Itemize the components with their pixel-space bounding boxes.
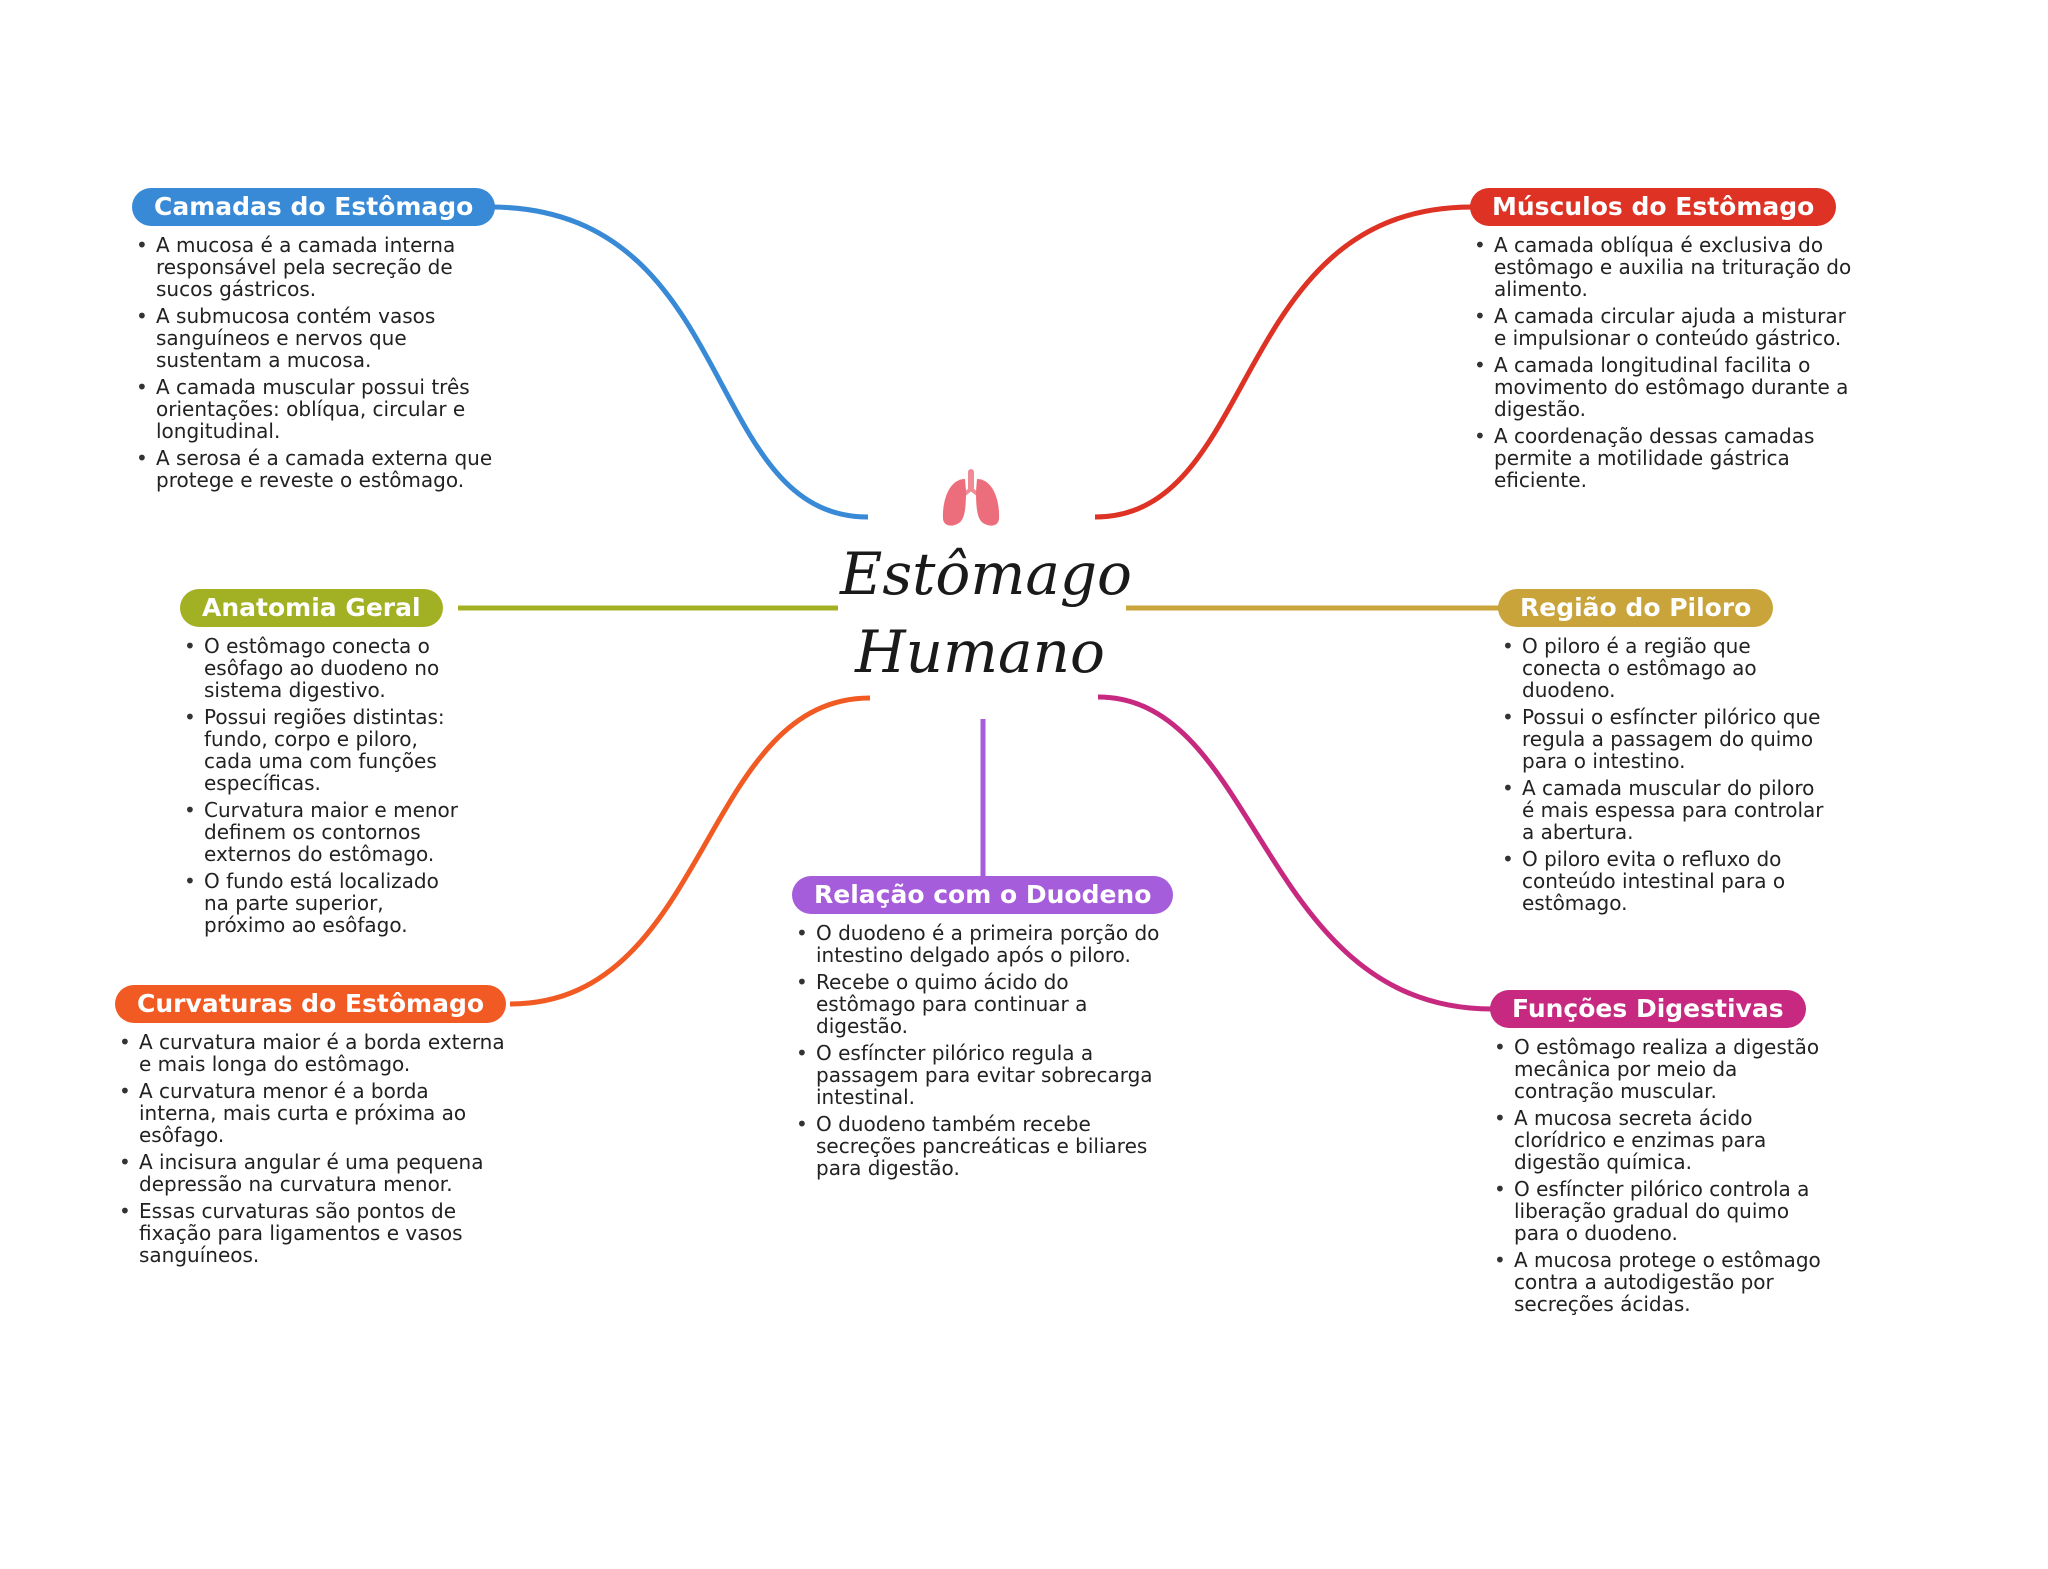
list-item: A curvatura menor é a borda interna, mai…: [119, 1080, 510, 1146]
lungs-icon: [942, 469, 1000, 526]
list-item: A camada muscular do piloro é mais espes…: [1502, 777, 1828, 843]
branch-duodeno: Relação com o Duodeno O duodeno é a prim…: [792, 876, 1174, 1184]
topic-camadas[interactable]: Camadas do Estômago: [132, 188, 496, 226]
list-item: A camada longitudinal facilita o movimen…: [1474, 354, 1860, 420]
branch-camadas: Camadas do Estômago A mucosa é a camada …: [132, 188, 502, 496]
list-item: A mucosa protege o estômago contra a aut…: [1494, 1249, 1830, 1315]
bullet-list: A camada oblíqua é exclusiva do estômago…: [1470, 234, 1860, 491]
topic-musculos[interactable]: Músculos do Estômago: [1470, 188, 1837, 226]
bullet-list: A curvatura maior é a borda externa e ma…: [115, 1031, 510, 1266]
list-item: A camada circular ajuda a misturar e imp…: [1474, 305, 1860, 349]
bullet-list: O estômago realiza a digestão mecânica p…: [1490, 1036, 1830, 1315]
list-item: A submucosa contém vasos sanguíneos e ne…: [136, 305, 502, 371]
list-item: Possui o esfíncter pilórico que regula a…: [1502, 706, 1828, 772]
link-curvaturas: [509, 695, 871, 1007]
branch-anatomia: Anatomia Geral O estômago conecta o esôf…: [180, 589, 470, 941]
central-title-line-1: Estômago: [840, 540, 1132, 608]
list-item: O esfíncter pilórico regula a passagem p…: [796, 1042, 1172, 1108]
list-item: A serosa é a camada externa que protege …: [136, 447, 502, 491]
bullet-list: A mucosa é a camada interna responsável …: [132, 234, 502, 491]
topic-duodeno[interactable]: Relação com o Duodeno: [792, 876, 1174, 914]
list-item: Essas curvaturas são pontos de fixação p…: [119, 1200, 510, 1266]
list-item: O duodeno também recebe secreções pancre…: [796, 1113, 1172, 1179]
central-title-line-2: Humano: [855, 618, 1105, 686]
list-item: O estômago conecta o esôfago ao duodeno …: [184, 635, 470, 701]
list-item: A curvatura maior é a borda externa e ma…: [119, 1031, 510, 1075]
list-item: O piloro é a região que conecta o estôma…: [1502, 635, 1828, 701]
list-item: O estômago realiza a digestão mecânica p…: [1494, 1036, 1830, 1102]
list-item: O esfíncter pilórico controla a liberaçã…: [1494, 1178, 1830, 1244]
central-topic: Estômago Humano: [840, 535, 1132, 691]
list-item: A camada oblíqua é exclusiva do estômago…: [1474, 234, 1860, 300]
bullet-list: O estômago conecta o esôfago ao duodeno …: [180, 635, 470, 936]
branch-funcoes: Funções Digestivas O estômago realiza a …: [1490, 990, 1830, 1320]
topic-curvaturas[interactable]: Curvaturas do Estômago: [115, 985, 507, 1023]
list-item: Possui regiões distintas: fundo, corpo e…: [184, 706, 470, 794]
list-item: A mucosa secreta ácido clorídrico e enzi…: [1494, 1107, 1830, 1173]
link-musculos: [1094, 204, 1473, 520]
link-funcoes: [1097, 694, 1493, 1012]
list-item: A coordenação dessas camadas permite a m…: [1474, 425, 1860, 491]
list-item: Recebe o quimo ácido do estômago para co…: [796, 971, 1172, 1037]
list-item: A mucosa é a camada interna responsável …: [136, 234, 502, 300]
list-item: Curvatura maior e menor definem os conto…: [184, 799, 470, 865]
topic-funcoes[interactable]: Funções Digestivas: [1490, 990, 1806, 1028]
branch-piloro: Região do Piloro O piloro é a região que…: [1498, 589, 1828, 919]
list-item: O duodeno é a primeira porção do intesti…: [796, 922, 1172, 966]
link-camadas: [489, 204, 869, 520]
list-item: A camada muscular possui três orientaçõe…: [136, 376, 502, 442]
bullet-list: O duodeno é a primeira porção do intesti…: [792, 922, 1172, 1179]
bullet-list: O piloro é a região que conecta o estôma…: [1498, 635, 1828, 914]
list-item: O fundo está localizado na parte superio…: [184, 870, 470, 936]
branch-musculos: Músculos do Estômago A camada oblíqua é …: [1470, 188, 1860, 496]
list-item: A incisura angular é uma pequena depress…: [119, 1151, 510, 1195]
list-item: O piloro evita o refluxo do conteúdo int…: [1502, 848, 1828, 914]
topic-anatomia[interactable]: Anatomia Geral: [180, 589, 443, 627]
branch-curvaturas: Curvaturas do Estômago A curvatura maior…: [115, 985, 510, 1271]
topic-piloro[interactable]: Região do Piloro: [1498, 589, 1774, 627]
